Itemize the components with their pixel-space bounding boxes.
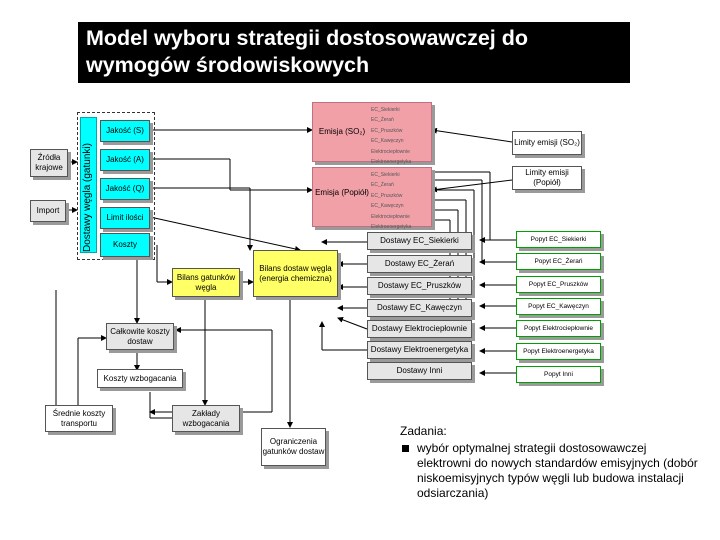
delivery-zeran-box[interactable]: Dostawy EC_Żerań (367, 255, 472, 273)
plant-item: EC_Pruszków (371, 192, 403, 199)
demand-siekierki-box[interactable]: Popyt EC_Siekierki (516, 231, 601, 248)
delivery-kaweczyn-box[interactable]: Dostawy EC_Kawęczyn (367, 299, 472, 317)
tasks-item-text: wybór optymalnej strategii dostosowawcze… (417, 441, 698, 500)
coal-grade-balance-box[interactable]: Bilans gatunków węgla (172, 268, 240, 297)
plant-item: Elektrociepłownie (371, 213, 410, 220)
emission-ash-label: Emisja (Popiół) (315, 188, 369, 197)
demand-pruszkow-box[interactable]: Popyt EC_Pruszków (516, 276, 601, 293)
emission-limit-so2-box[interactable]: Limity emisji (SO₂) (512, 131, 582, 155)
coal-supply-label: Dostawy węgla (gatunki) (82, 143, 93, 252)
plant-item: EC_Kawęczyn (371, 138, 404, 145)
import-box[interactable]: Import (30, 200, 66, 222)
emission-so2-label: Emisja (SO₂) (318, 127, 366, 136)
emission-ash-box[interactable]: Emisja (Popiół) EC_Siekierki EC_Żerań EC… (312, 167, 432, 230)
bullet-icon (402, 445, 409, 452)
emission-so2-box[interactable]: Emisja (SO₂) EC_Siekierki EC_Żerań EC_Pr… (312, 102, 432, 165)
tasks-section: Zadania: wybór optymalnej strategii dost… (400, 424, 700, 501)
demand-kaweczyn-box[interactable]: Popyt EC_Kawęczyn (516, 298, 601, 315)
demand-zeran-box[interactable]: Popyt EC_Żerań (516, 253, 601, 270)
plant-item: EC_Siekierki (371, 107, 400, 113)
enrichment-plants-box[interactable]: Zakłady wzbogacania (172, 405, 240, 432)
plant-item: EC_Żerań (371, 182, 394, 189)
demand-others-box[interactable]: Popyt Inni (516, 366, 601, 383)
plant-item: EC_Kawęczyn (371, 203, 404, 210)
demand-power-box[interactable]: Popyt Elektroenergetyka (516, 343, 601, 360)
delivery-others-box[interactable]: Dostawy Inni (367, 362, 472, 380)
coal-supply-balance-box[interactable]: Bilans dostaw węgla (energia chemiczna) (253, 250, 338, 297)
coal-supply-label-panel (80, 117, 97, 253)
delivery-chp-box[interactable]: Dostawy Elektrociepłownie (367, 320, 472, 338)
plant-item: Elektroenergetyka (371, 159, 412, 166)
page-title: Model wyboru strategii dostosowawczej do… (78, 22, 630, 83)
emission-ash-plant-list: EC_Siekierki EC_Żerań EC_Pruszków EC_Kaw… (371, 170, 411, 232)
quality-s-box[interactable]: Jakość (S) (100, 120, 150, 142)
delivery-pruszkow-box[interactable]: Dostawy EC_Pruszków (367, 277, 472, 295)
coal-supply-group (77, 112, 155, 260)
demand-chp-box[interactable]: Popyt Elektrociepłownie (516, 320, 601, 337)
quality-a-box[interactable]: Jakość (A) (100, 149, 150, 171)
title-line-2: wymogów środowiskowych (86, 53, 370, 77)
enrichment-costs-box[interactable]: Koszty wzbogacania (97, 369, 183, 388)
quality-q-box[interactable]: Jakość (Q) (100, 178, 150, 200)
avg-transport-costs-box[interactable]: Średnie koszty transportu (45, 405, 113, 432)
plant-item: EC_Pruszków (371, 127, 403, 134)
plant-item: Elektrociepłownie (371, 148, 410, 155)
plant-item: Elektroenergetyka (371, 224, 412, 231)
total-delivery-costs-box[interactable]: Całkowite koszty dostaw (106, 323, 174, 350)
tasks-heading: Zadania: (400, 424, 447, 438)
quantity-limit-box[interactable]: Limit ilości (100, 207, 150, 229)
costs-box[interactable]: Koszty (100, 233, 150, 257)
emission-so2-plant-list: EC_Siekierki EC_Żerań EC_Pruszków EC_Kaw… (371, 105, 411, 167)
plant-item: EC_Żerań (371, 117, 394, 124)
emission-limit-ash-box[interactable]: Limity emisji (Popiół) (512, 166, 582, 190)
title-line-1: Model wyboru strategii dostosowawczej do (86, 26, 528, 50)
supply-grade-limits-box[interactable]: Ograniczenia gatunków dostaw (261, 428, 326, 466)
domestic-sources-box[interactable]: Źródła krajowe (30, 149, 68, 177)
tasks-item: wybór optymalnej strategii dostosowawcze… (402, 441, 700, 501)
delivery-siekierki-box[interactable]: Dostawy EC_Siekierki (367, 232, 472, 250)
plant-item: EC_Siekierki (371, 172, 400, 178)
delivery-power-box[interactable]: Dostawy Elektroenergetyka (367, 341, 472, 359)
